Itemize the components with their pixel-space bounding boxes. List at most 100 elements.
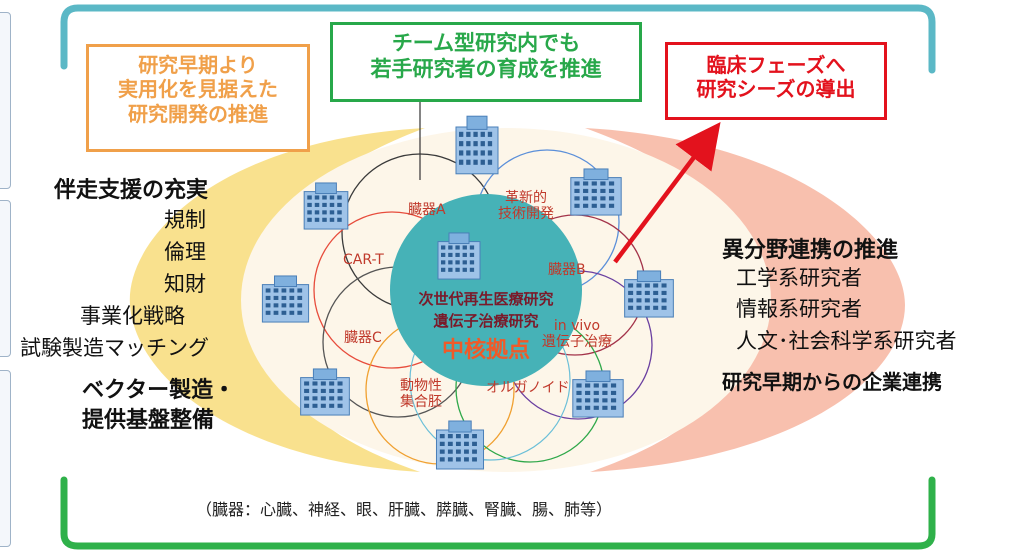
building-window — [480, 150, 485, 156]
building-window — [459, 131, 464, 137]
building-tower — [312, 368, 338, 381]
building-window — [593, 405, 599, 410]
building-window — [455, 245, 460, 250]
left-item: 倫理 — [164, 240, 206, 264]
petal-label-line: 遺伝子治療 — [542, 334, 612, 351]
petal-label-line: in vivo — [553, 318, 601, 334]
building-window — [329, 217, 335, 222]
building-window — [273, 288, 279, 293]
building-tower — [448, 420, 472, 433]
right-heading-collab: 異分野連携の推進 — [722, 238, 899, 263]
building-window — [585, 383, 591, 388]
building-window — [653, 283, 659, 288]
building-window — [265, 303, 271, 308]
building-icon — [452, 115, 502, 175]
building-window — [329, 210, 335, 215]
building-window — [314, 210, 320, 215]
building-window — [469, 267, 475, 272]
building-window — [337, 396, 343, 401]
orange-box-line: 実用化を見据えた — [118, 77, 278, 102]
building-window — [462, 252, 467, 257]
building-window — [337, 403, 343, 408]
building-window — [455, 260, 460, 265]
building-window — [593, 383, 599, 388]
building-window — [459, 141, 464, 147]
building-window — [281, 303, 287, 308]
building-window — [576, 405, 582, 410]
petal-label-organ-a: 臓器A — [408, 202, 446, 218]
building-graphic — [300, 368, 350, 416]
building-window — [304, 381, 310, 386]
building-icon — [258, 275, 313, 323]
building-window — [661, 290, 667, 295]
building-window — [329, 403, 335, 408]
building-window — [314, 202, 320, 207]
red-box-line: 臨床フェーズへ — [706, 53, 846, 77]
building-window — [448, 267, 453, 272]
left-panel-sliver — [0, 370, 11, 547]
building-window — [462, 260, 467, 265]
building-icon — [566, 168, 626, 216]
building-tower — [636, 270, 662, 283]
building-window — [297, 310, 303, 315]
building-window — [307, 217, 312, 222]
right-item: 工学系研究者 — [736, 266, 862, 290]
building-window — [448, 252, 453, 257]
building-window — [455, 441, 461, 447]
building-window — [628, 283, 634, 288]
building-window — [297, 288, 303, 293]
building-graphic — [303, 182, 349, 230]
building-tower — [466, 115, 488, 130]
building-window — [591, 196, 597, 201]
building-window — [289, 288, 295, 293]
building-window — [583, 203, 589, 208]
building-window — [304, 388, 310, 393]
building-window — [585, 405, 591, 410]
building-window — [644, 305, 650, 310]
building-window — [312, 403, 318, 408]
building-window — [466, 150, 471, 156]
building-graphic — [572, 370, 624, 418]
building-window — [273, 303, 279, 308]
orange-box-line: 研究早期より — [138, 53, 258, 77]
building-window — [480, 131, 485, 137]
building-window — [320, 388, 326, 393]
building-window — [487, 131, 493, 137]
petal-label-line: 技術開発 — [498, 206, 554, 223]
building-window — [472, 457, 477, 462]
building-window — [591, 181, 597, 186]
building-window — [602, 405, 608, 410]
left-crescent — [129, 128, 425, 472]
building-window — [289, 295, 295, 300]
building-window — [583, 188, 589, 193]
building-window — [441, 267, 446, 272]
building-window — [469, 252, 475, 257]
building-graphic — [624, 270, 674, 318]
building-window — [447, 449, 453, 454]
building-window — [337, 217, 342, 222]
building-window — [628, 298, 634, 303]
building-window — [487, 150, 493, 156]
right-item: 情報系研究者 — [736, 297, 862, 321]
building-window — [480, 141, 485, 147]
building-window — [459, 150, 464, 156]
building-window — [273, 310, 279, 315]
petal-label-organ-b: 臓器B — [548, 262, 586, 278]
building-window — [593, 390, 599, 395]
building-window — [441, 260, 446, 265]
left-panel-sliver — [0, 12, 11, 189]
building-window — [472, 434, 477, 439]
petal-label-innovative: 革新的 技術開発 — [498, 190, 554, 222]
building-window — [636, 298, 642, 303]
building-window — [472, 449, 477, 454]
building-window — [304, 403, 310, 408]
left-item: 試験製造マッチング — [20, 336, 209, 360]
building-window — [600, 188, 606, 193]
building-window — [322, 202, 327, 207]
building-tower — [585, 370, 611, 383]
building-graphic — [570, 168, 622, 216]
building-window — [644, 283, 650, 288]
building-window — [314, 195, 320, 200]
petal-label-organ-c: 臓器C — [344, 330, 382, 346]
